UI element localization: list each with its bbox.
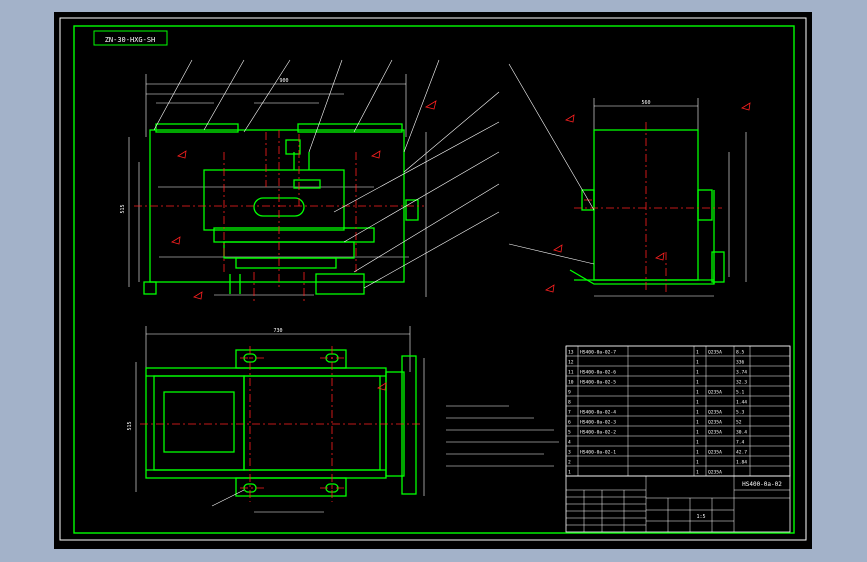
outer-border [59, 17, 807, 541]
bom-cell-no: 6 [568, 420, 571, 426]
bom-cell-no: 5 [568, 430, 571, 436]
technical-notes [446, 405, 559, 467]
dim-front-left: 515 [120, 204, 126, 213]
bom-cell-no: 8 [568, 400, 571, 406]
drawing-sheet: ZN-30-HXG-SH 900 [59, 17, 807, 541]
bom-cell-no: 4 [568, 440, 571, 446]
bom-cell-wt: 52 [736, 420, 742, 426]
bom-cell-qty: 1 [696, 350, 699, 356]
bom-cell-code: HS400-0a-02-4 [580, 410, 616, 416]
bom-cell-no: 13 [568, 350, 574, 356]
bom-cell-wt: 3.74 [736, 370, 747, 376]
bom-cell-qty: 1 [696, 440, 699, 446]
bom-cell-qty: 1 [696, 390, 699, 396]
bom-cell-wt: 42.7 [736, 450, 747, 456]
bom-cell-no: 12 [568, 360, 574, 366]
bom-cell-qty: 1 [696, 380, 699, 386]
bom-cell-qty: 1 [696, 400, 699, 406]
bom-cell-no: 3 [568, 450, 571, 456]
part-number: HS400-0a-02 [742, 481, 782, 488]
bom-cell-qty: 1 [696, 450, 699, 456]
bom-cell-code: HS400-0a-02-7 [580, 350, 616, 356]
bom-cell-wt: 336 [736, 360, 745, 366]
bom-cell-qty: 1 [696, 370, 699, 376]
bom-cell-wt: 1.84 [736, 460, 747, 466]
side-view: 560 [508, 63, 751, 297]
bom-cell-no: 7 [568, 410, 571, 416]
bom-cell-wt: 5.3 [736, 410, 745, 416]
bom-cell-mat: Q235A [708, 350, 722, 356]
bom-cell-no: 11 [568, 370, 574, 376]
bom-cell-mat: Q235A [708, 390, 722, 396]
bom-cell-code: HS400-0a-02-6 [580, 370, 616, 376]
bom-cell-qty: 1 [696, 360, 699, 366]
code-box [93, 30, 168, 46]
bom-cell-code: HS400-0a-02-2 [580, 430, 616, 436]
dim-side-top: 560 [641, 100, 650, 106]
bom-cell-qty: 1 [696, 460, 699, 466]
bom-cell-wt: 32.3 [736, 380, 747, 386]
bom-cell-qty: 1 [696, 410, 699, 416]
bom-cell-code: HS400-0a-02-5 [580, 380, 616, 386]
bom-cell-no: 2 [568, 460, 571, 466]
bom-cell-mat: Q235A [708, 410, 722, 416]
bom-cell-wt: 7.4 [736, 440, 745, 446]
bom-cell-wt: 30.4 [736, 430, 747, 436]
title-block: HS400-0a-02 1:5 [565, 475, 791, 533]
bom-cell-wt: 1.44 [736, 400, 747, 406]
bom-cell-qty: 1 [696, 420, 699, 426]
bom-cell-wt: 8.5 [736, 350, 745, 356]
dim-plan-left: 515 [127, 421, 133, 430]
bom-cell-no: 9 [568, 390, 571, 396]
drawing-canvas[interactable]: ZN-30-HXG-SH 900 [54, 12, 812, 549]
dim-plan-top: 730 [273, 328, 282, 334]
dim-front-top: 900 [279, 78, 288, 84]
scale-value: 1:5 [696, 514, 705, 520]
bom-cell-mat: Q235A [708, 430, 722, 436]
plan-view: 730 515 [127, 326, 425, 513]
bom-cell-code: HS400-0a-02-1 [580, 450, 616, 456]
front-view: 900 515 [120, 59, 500, 302]
bom-cell-mat: Q235A [708, 420, 722, 426]
bom-cell-no: 1 [568, 470, 571, 476]
bom-cell-code: HS400-0a-02-3 [580, 420, 616, 426]
inner-frame [73, 25, 795, 534]
bom-cell-mat: Q235A [708, 450, 722, 456]
bom-cell-qty: 1 [696, 470, 699, 476]
bom-cell-wt: 5.1 [736, 390, 745, 396]
bom-cell-qty: 1 [696, 430, 699, 436]
code-box-text: ZN-30-HXG-SH [105, 36, 156, 44]
bom-cell-no: 10 [568, 380, 574, 386]
bom-cell-mat: Q235A [708, 470, 722, 476]
